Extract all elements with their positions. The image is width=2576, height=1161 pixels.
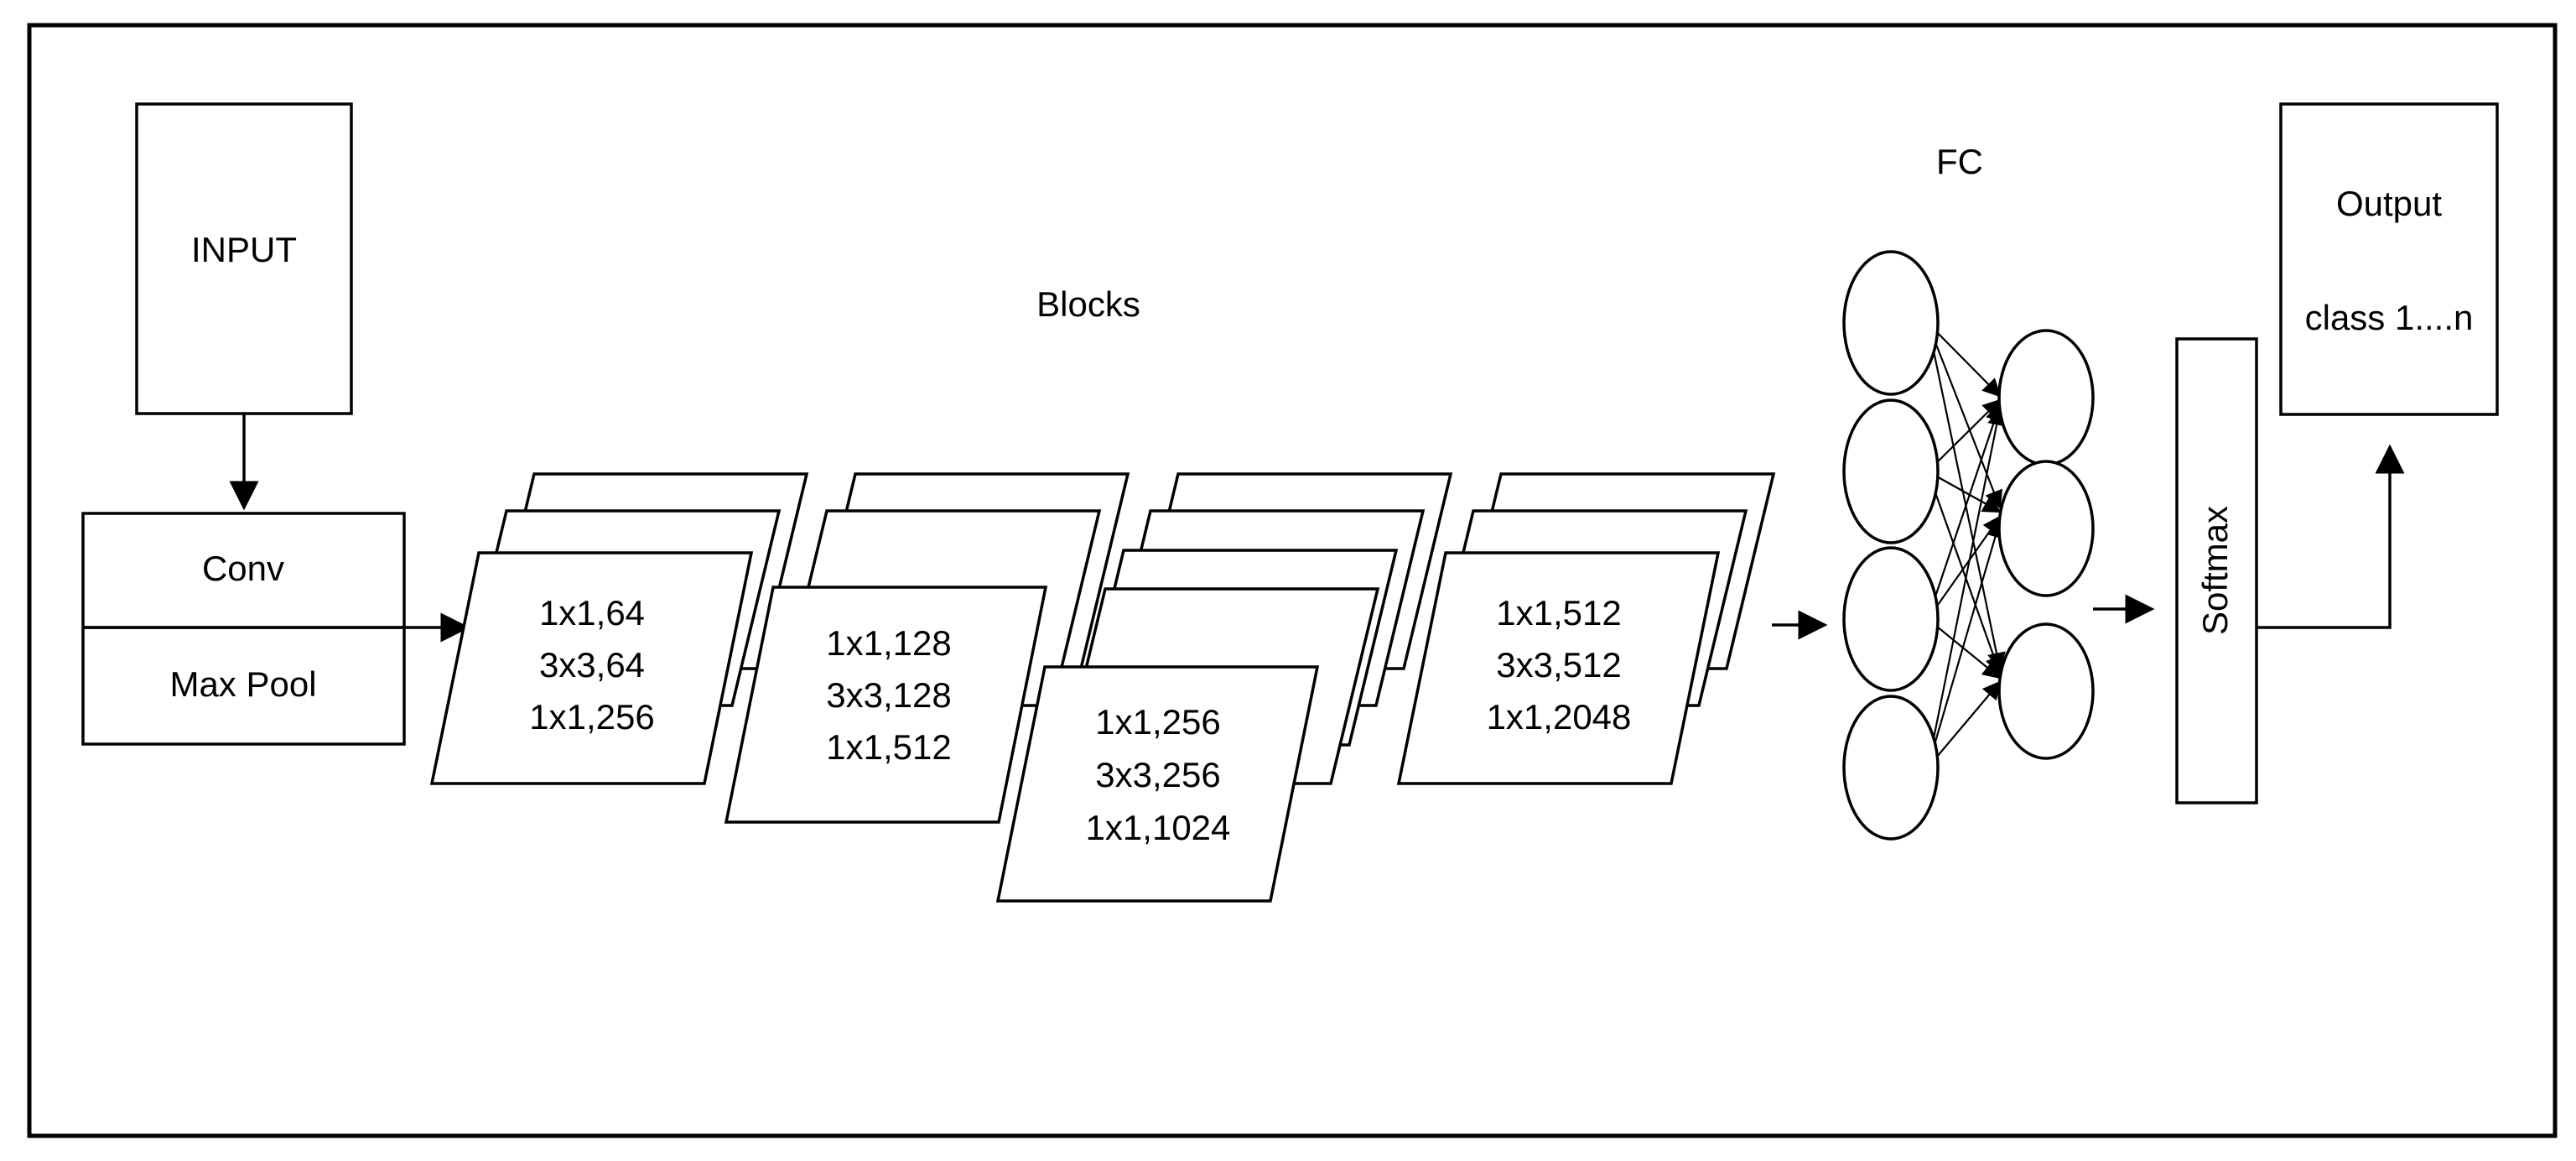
block-line: 1x1,512 [826, 727, 951, 767]
fc-output-layer [1997, 329, 2095, 760]
fc-node [1997, 460, 2095, 597]
fc-connections [1926, 322, 2006, 768]
block-conv3: 1x1,128 3x3,128 1x1,512 [724, 472, 1130, 824]
output-classes: class 1....n [2305, 298, 2474, 337]
fc-node [1842, 398, 1940, 544]
block-line: 1x1,64 [539, 593, 645, 633]
blocks-title: Blocks [1036, 284, 1140, 324]
block-line: 3x3,128 [826, 675, 951, 715]
input-label: INPUT [191, 230, 297, 269]
block-conv2: 1x1,64 3x3,64 1x1,256 [429, 472, 809, 785]
block-line: 3x3,256 [1095, 755, 1220, 794]
output-node: Output class 1....n [2279, 102, 2499, 416]
block-line: 1x1,256 [1095, 702, 1220, 742]
block-layer-front [1396, 551, 1721, 785]
softmax-label: Softmax [2195, 506, 2235, 635]
fc-node [1842, 250, 1940, 396]
block-line: 3x3,512 [1496, 645, 1621, 685]
fc-node [1842, 546, 1940, 692]
block-line: 1x1,1024 [1086, 808, 1231, 847]
output-title: Output [2336, 184, 2442, 223]
conv-label: Conv [202, 549, 284, 588]
block-layer-front [995, 665, 1320, 903]
fc-node [1842, 695, 1940, 841]
block-line: 1x1,2048 [1487, 697, 1632, 737]
fc-node [1997, 329, 2095, 466]
fc-input-layer [1842, 250, 1940, 841]
fc-label: FC [1936, 142, 1983, 181]
softmax-node: Softmax [2175, 337, 2258, 804]
block-line: 1x1,128 [826, 623, 951, 663]
block-layer-front [724, 586, 1048, 824]
block-line: 3x3,64 [539, 645, 645, 685]
block-conv5: 1x1,512 3x3,512 1x1,2048 [1396, 472, 1776, 785]
block-line: 1x1,512 [1496, 593, 1621, 633]
block-conv4: 1x1,256 3x3,256 1x1,1024 [995, 472, 1453, 903]
block-layer-front [429, 551, 754, 785]
block-line: 1x1,256 [529, 697, 654, 737]
fc-node [1997, 622, 2095, 760]
max-pool-label: Max Pool [169, 664, 316, 704]
softmax-to-output-arrow [2257, 444, 2405, 629]
input-node: INPUT [135, 102, 353, 415]
